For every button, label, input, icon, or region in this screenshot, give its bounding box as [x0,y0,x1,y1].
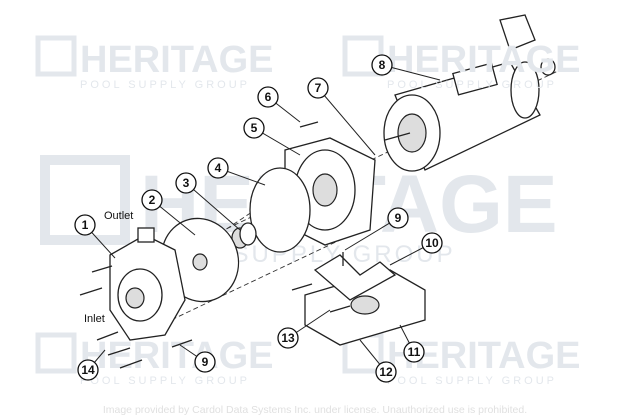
svg-text:POOL SUPPLY GROUP: POOL SUPPLY GROUP [387,79,557,91]
svg-text:2: 2 [149,193,156,207]
callout-6: 6 [257,86,279,108]
svg-text:9: 9 [202,355,209,369]
callout-2: 2 [141,189,163,211]
svg-text:POOL SUPPLY GROUP: POOL SUPPLY GROUP [387,375,557,387]
callout-9-lower: 9 [194,351,216,373]
callout-9-upper: 9 [387,207,409,229]
svg-text:3: 3 [183,176,190,190]
bolts [79,121,351,369]
svg-text:HERITAGE: HERITAGE [80,335,274,377]
image-credit: Image provided by Cardol Data Systems In… [102,404,528,416]
callout-7: 7 [307,77,329,99]
callout-1: 1 [74,214,96,236]
outlet-label: Outlet [104,210,133,222]
svg-text:9: 9 [395,211,402,225]
svg-text:8: 8 [379,58,386,72]
svg-text:HERITAGE: HERITAGE [387,39,581,81]
motor [383,14,556,172]
callout-8: 8 [371,54,393,76]
svg-text:HERITAGE: HERITAGE [80,39,274,81]
svg-text:13: 13 [281,331,295,345]
callout-13: 13 [277,327,299,349]
svg-text:1: 1 [82,218,89,232]
seal [231,222,257,249]
svg-text:4: 4 [215,161,222,175]
svg-text:5: 5 [251,121,258,135]
callout-12: 12 [375,361,397,383]
svg-text:10: 10 [425,236,439,250]
watermark-bottom-left: HERITAGE POOL SUPPLY GROUP [35,332,274,387]
svg-text:11: 11 [408,345,421,359]
o-ring [249,167,311,253]
callout-3: 3 [175,172,197,194]
callout-11: 11 [403,341,425,363]
callout-14: 14 [77,359,99,381]
svg-text:12: 12 [379,365,393,379]
inlet-label: Inlet [84,313,105,325]
callout-5: 5 [243,117,265,139]
svg-text:14: 14 [81,363,95,377]
svg-text:6: 6 [265,90,272,104]
watermark-top-left: HERITAGE POOL SUPPLY GROUP [35,35,274,91]
motor-base [304,254,426,346]
callout-10: 10 [421,232,443,254]
svg-text:POOL SUPPLY GROUP: POOL SUPPLY GROUP [80,375,250,387]
watermark-top-right: HERITAGE POOL SUPPLY GROUP [342,35,581,91]
pump-body [109,227,186,341]
svg-text:7: 7 [315,81,322,95]
callout-4: 4 [207,157,229,179]
svg-text:POOL SUPPLY GROUP: POOL SUPPLY GROUP [80,79,250,91]
